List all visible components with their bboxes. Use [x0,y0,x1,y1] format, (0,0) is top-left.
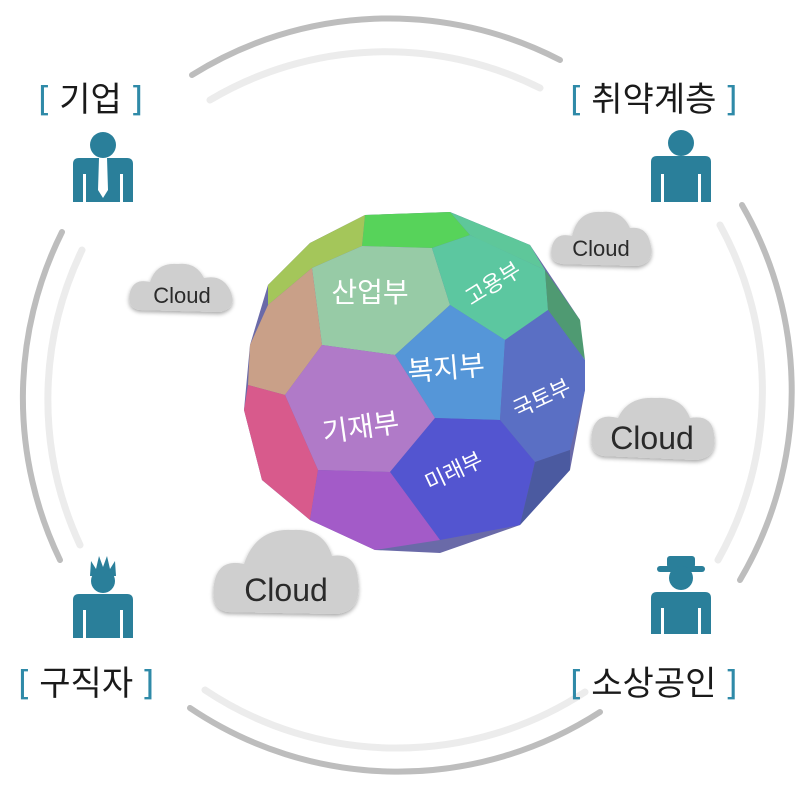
ministry-sphere: 산업부 고용부 복지부 국토부 기재부 미래부 [244,212,585,553]
cloud-bottom-left: Cloud [213,529,359,614]
person-icon [651,130,711,202]
group-label-company: [기업] [38,80,143,120]
inner-arc-left [44,246,86,549]
ring-arc-left [19,229,65,563]
inner-arc-bottom [201,686,589,752]
facet-left-tan [248,268,322,395]
facet-label-industry: 산업부 [331,276,408,309]
group-name: 취약계층 [591,80,717,120]
close-bracket: ] [141,664,155,704]
cloud-right: Cloud [591,397,715,460]
facet-welfare [395,305,505,420]
close-bracket: ] [129,80,144,120]
ring-arc-top [189,15,563,78]
group-label-vulnerable: [취약계층] [570,80,738,120]
facet-left-pink [244,385,318,520]
open-bracket: [ [38,80,52,120]
cloud-label: Cloud [153,283,210,308]
facet-bottom-right [520,450,570,525]
hat-person-icon [651,556,711,634]
facet-top-left [268,215,365,305]
facet-label-welfare: 복지부 [406,349,486,389]
ring-arc-right [737,202,795,583]
inner-ring [44,48,766,752]
cloud-label: Cloud [610,420,694,456]
open-bracket: [ [570,664,584,704]
inner-arc-right [714,221,766,564]
facet-industry [312,246,450,355]
facet-future [390,418,535,540]
open-bracket: [ [570,80,584,120]
group-label-jobseeker: [구직자] [18,664,154,704]
facet-right-edge [545,270,585,360]
cloud-label: Cloud [244,572,328,608]
businessman-icon [73,132,133,202]
cloud-top-right: Cloud [551,211,652,266]
group-label-smallbiz: [소상공인] [570,664,738,704]
group-name: 소상공인 [591,664,717,704]
spiky-hair-person-icon [73,556,133,638]
close-bracket: ] [724,664,738,704]
facet-bottom-purple [310,470,440,550]
facet-top-green [362,212,470,248]
group-name: 기업 [59,80,122,120]
facet-employment [432,235,548,340]
open-bracket: [ [18,664,32,704]
group-name: 구직자 [39,664,134,704]
outer-ring [19,15,795,775]
cloud-left: Cloud [129,263,233,312]
inner-arc-top [206,48,544,104]
facet-finance [285,345,435,472]
ring-arc-bottom [187,705,603,775]
close-bracket: ] [724,80,738,120]
facet-land [500,310,585,462]
cloud-label: Cloud [572,236,629,261]
facet-top-right [450,212,545,270]
